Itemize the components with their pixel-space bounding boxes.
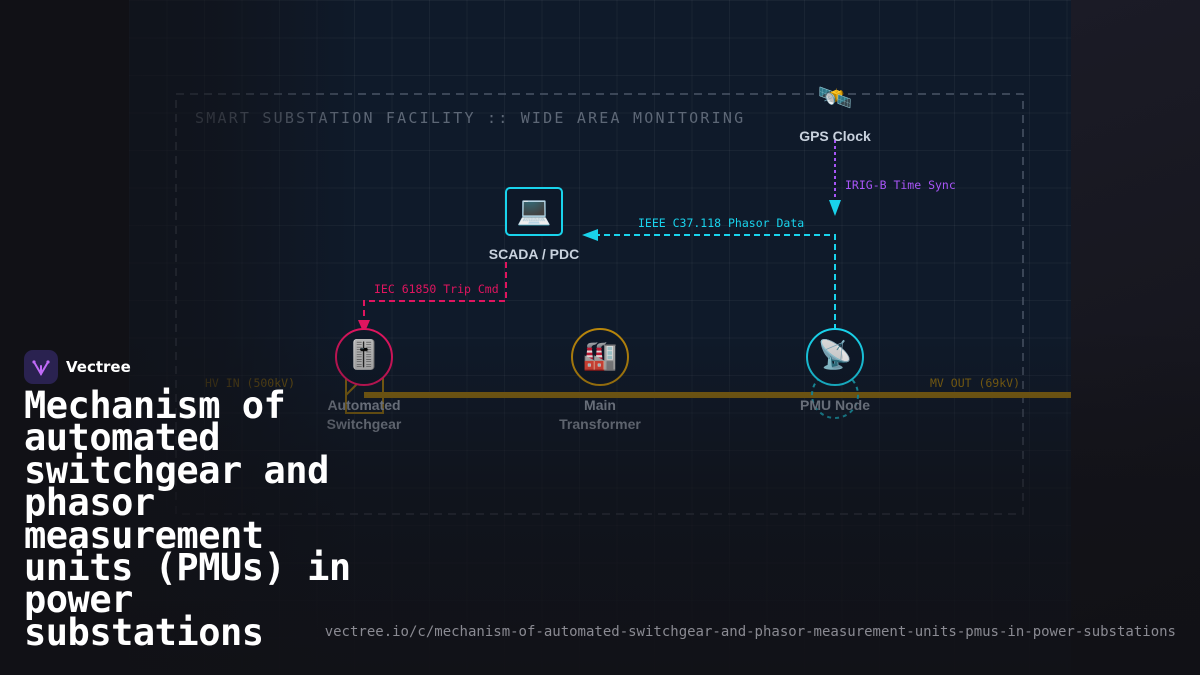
- laptop-icon: 💻: [516, 194, 552, 227]
- gps-clock-label: GPS Clock: [799, 128, 871, 144]
- mv-out-label: MV OUT (69kV): [930, 376, 1021, 390]
- phasor-arrowhead: [582, 229, 598, 241]
- trip-command-label: IEC 61850 Trip Cmd: [374, 282, 499, 296]
- brand-name: Vectree: [66, 358, 131, 376]
- vectree-logo-icon: [24, 350, 58, 384]
- satellite-dish-icon: 📡: [817, 338, 853, 371]
- factory-icon: 🏭: [582, 339, 618, 372]
- trip-arrowhead: [358, 320, 370, 334]
- satellite-icon: 🛰️: [817, 81, 853, 114]
- irig-arrowhead: [829, 200, 841, 216]
- headline: Mechanism of automated switchgear and ph…: [24, 384, 351, 654]
- page-url[interactable]: vectree.io/c/mechanism-of-automated-swit…: [324, 624, 1176, 640]
- scada-box[interactable]: [505, 187, 563, 236]
- brand[interactable]: Vectree: [24, 350, 131, 384]
- transformer-label-line1: Main: [584, 397, 616, 413]
- switchgear-icon: 🎚️: [346, 338, 382, 371]
- irig-sync-label: IRIG-B Time Sync: [845, 178, 956, 192]
- scada-label: SCADA / PDC: [488, 246, 580, 262]
- pmu-label: PMU Node: [800, 397, 870, 413]
- phasor-data-label: IEEE C37.118 Phasor Data: [638, 216, 805, 230]
- phasor-data-link: [598, 234, 836, 330]
- facility-title: SMART SUBSTATION FACILITY :: WIDE AREA M…: [195, 109, 746, 127]
- transformer-label-line2: Transformer: [559, 416, 641, 432]
- trip-command-link: [363, 262, 507, 322]
- transformer-label: Main Transformer: [545, 396, 655, 434]
